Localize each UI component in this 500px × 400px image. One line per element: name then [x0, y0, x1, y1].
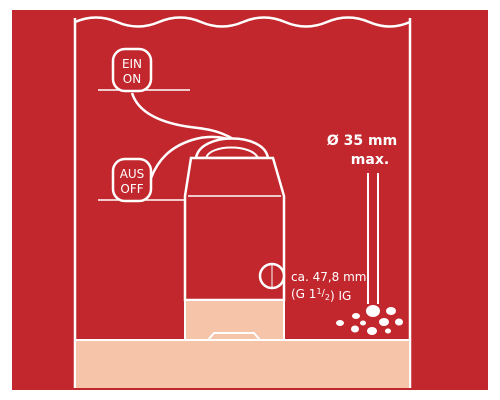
- off-float-body: [111, 157, 153, 203]
- on-label-en: ON: [123, 72, 141, 86]
- off-label-en: OFF: [120, 182, 143, 196]
- particle: [379, 318, 389, 326]
- outlet-diameter-label: ca. 47,8 mm: [291, 270, 367, 284]
- thread-fraction-num: 1: [316, 287, 321, 296]
- particle-size-value: Ø 35 mm: [327, 133, 397, 149]
- off-label-de: AUS: [120, 167, 145, 181]
- on-float-body: [111, 47, 153, 93]
- container-walls: [73, 18, 412, 388]
- thread-prefix: (G 1: [291, 287, 316, 301]
- particle: [336, 320, 344, 326]
- particle: [385, 328, 391, 334]
- outlet-thread-label: (G 11/2) IG: [291, 287, 351, 303]
- on-label-de: EIN: [122, 57, 142, 71]
- particle: [395, 318, 403, 326]
- particle-size-max: max.: [351, 152, 389, 168]
- pump-base: [184, 299, 285, 341]
- pump-handle-grip: [205, 146, 259, 159]
- float-switch-on: EIN ON: [98, 47, 190, 93]
- particle: [367, 327, 377, 335]
- pump: [183, 137, 286, 341]
- particle: [386, 307, 396, 315]
- water-surface-wave: [74, 16, 411, 28]
- thread-fraction-den: 2: [325, 293, 330, 302]
- particle: [366, 305, 380, 317]
- ground: [76, 340, 409, 388]
- float-switch-off: AUS OFF: [98, 157, 192, 203]
- particle: [351, 325, 359, 333]
- particle: [352, 313, 360, 319]
- thread-suffix: ) IG: [330, 289, 351, 303]
- pump-base-foot: [207, 332, 261, 341]
- particle: [360, 320, 366, 326]
- particles: [336, 305, 403, 335]
